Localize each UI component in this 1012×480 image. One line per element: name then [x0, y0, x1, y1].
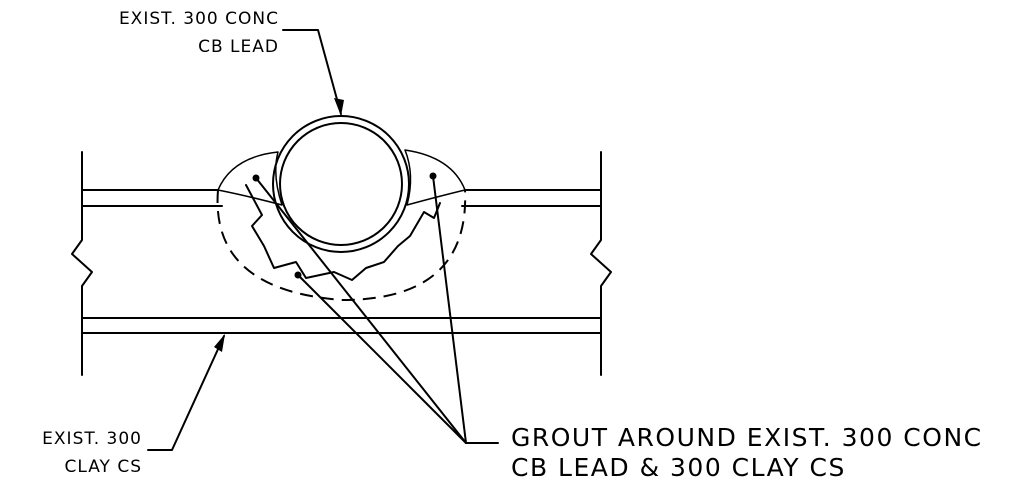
cb-lead-leader-line	[282, 29, 342, 115]
jagged-break-edge	[245, 184, 441, 281]
grout-leaders	[252, 172, 499, 444]
clay-leader	[147, 334, 225, 451]
cb-lead-label-line2: CB LEAD	[198, 37, 279, 57]
grout-leader-left	[255, 177, 467, 444]
clay-arrowhead	[214, 334, 225, 352]
grout-label-line2: CB LEAD & 300 CLAY CS	[511, 453, 846, 480]
grout-dot-center	[294, 271, 302, 279]
cb-lead-label-line1: EXIST. 300 CONC	[119, 9, 279, 29]
clay-cs-label-line1: EXIST. 300	[42, 429, 142, 449]
grout-leader-center	[297, 274, 467, 444]
left-break-line	[71, 151, 93, 376]
grout-label-line1: GROUT AROUND EXIST. 300 CONC	[511, 423, 983, 452]
grout-leader-right	[432, 175, 467, 444]
cb-lead-arrowhead	[334, 98, 344, 116]
cb-lead-leader	[282, 29, 344, 116]
grout-dot-left	[252, 174, 260, 182]
grout-right	[404, 149, 466, 206]
grout-fill	[217, 149, 466, 206]
grout-dot-right	[429, 172, 437, 180]
right-break-line	[590, 151, 612, 376]
cb-lead-outer	[272, 115, 410, 253]
cb-lead-inner	[279, 122, 403, 246]
clay-leader-line	[147, 335, 225, 451]
grout-left	[217, 151, 283, 206]
clay-cs-label-line2: CLAY CS	[65, 457, 143, 477]
clay-pipe	[71, 151, 612, 376]
dashed-opening	[216, 189, 467, 302]
